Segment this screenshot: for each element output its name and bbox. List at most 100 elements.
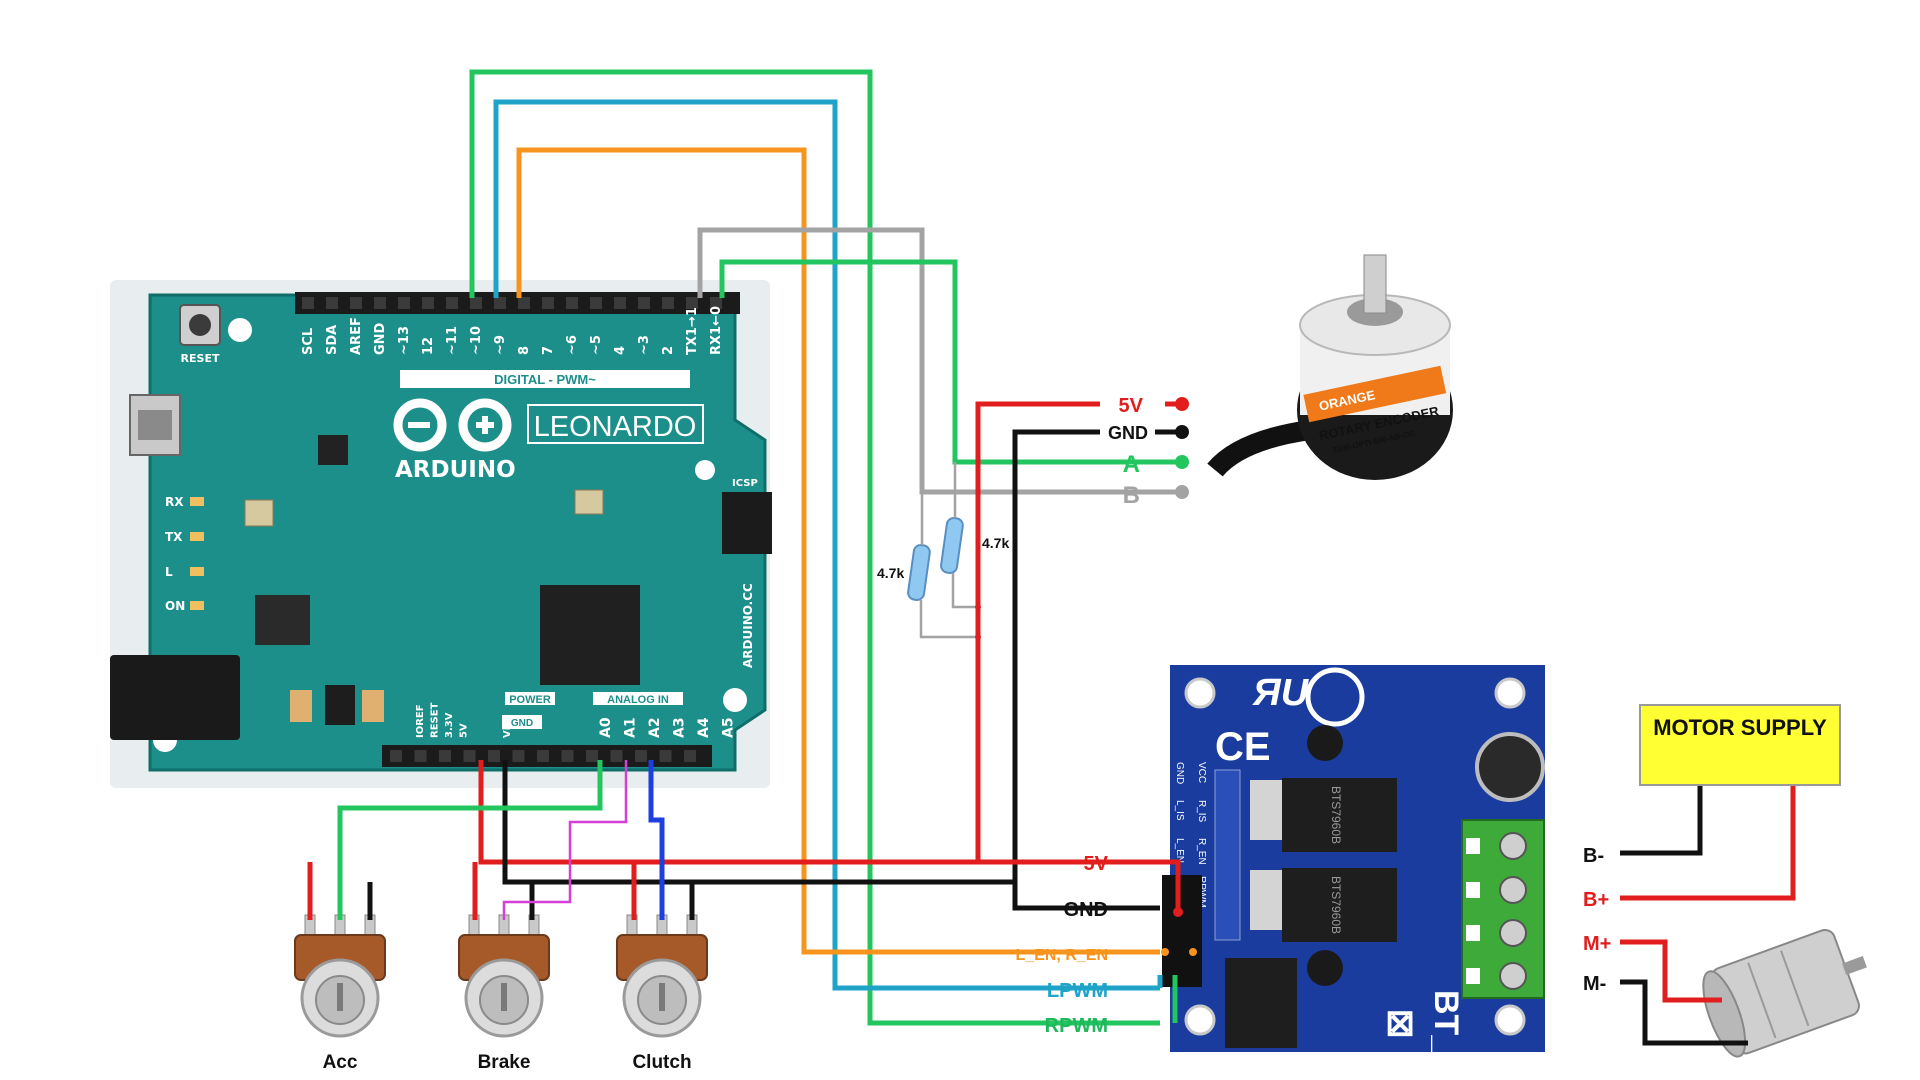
driver-pin-label: R_EN [1196,838,1207,865]
gnd-label: GND [511,718,533,729]
terminal-screws [1466,832,1527,990]
diode [325,685,355,725]
header-hole [590,297,602,309]
analog-pin-label: A3 [672,717,688,738]
terminal-5v [1175,397,1189,411]
digital-pin-label: ~10 [469,326,484,355]
label-driver-gnd: GND [1064,899,1108,921]
wire-supply-pos [1620,786,1796,901]
header-hole [374,297,386,309]
header-hole [494,297,506,309]
header-hole [662,297,674,309]
pot-label: Acc [323,1052,358,1073]
dc-motor [1702,929,1867,1058]
wire-rpwm-pin10 [469,69,1160,1026]
screw [1307,725,1343,761]
wires [307,69,1796,1046]
resistor-1-label: 4.7k [877,565,904,581]
analog-pin-label: A2 [647,717,663,738]
icsp-header [722,492,772,554]
capacitor [362,690,384,722]
label-encoder-5v: 5V [1119,395,1144,417]
ul-logo: ЯU [1252,672,1310,714]
digital-pin-label: ~11 [445,326,460,355]
bts7960-chip-1: BTS7960B [1250,778,1397,852]
motor-endcap [1702,970,1747,1058]
model-name: LEONARDO [534,411,697,443]
digital-pin-label: 7 [541,346,556,355]
bts7960-chip-2: BTS7960B [1250,868,1397,942]
analog-label: ANALOG IN [607,694,669,706]
wire-clutch-a2 [648,760,665,920]
header-hole [488,750,500,762]
driver-pin-label: GND [1174,762,1185,784]
motor-supply-label: MOTOR SUPPLY [1653,715,1827,740]
analog-pin-label: A5 [721,717,737,738]
wire-supply-neg [1620,786,1703,856]
digital-pin-label: ~3 [637,335,652,355]
label-terminal-b-plus: B+ [1583,889,1609,911]
header-hole [326,297,338,309]
analog-pin-label: A4 [696,717,712,738]
terminal-gnd [1175,425,1189,439]
wire-encoder-gnd [1012,429,1100,908]
header-hole [350,297,362,309]
analog-pin-label: A1 [623,717,639,738]
wire-5v-bus [478,760,1160,865]
digital-label-box [400,370,690,388]
driver-pin-label: VCC [1196,762,1207,783]
reset-label: RESET [181,352,220,365]
label-terminal-m-plus: M+ [1583,933,1611,955]
small-ic [318,435,348,465]
website-label: ARDUINO.CC [741,583,755,668]
mount-hole [695,460,715,480]
chip-1-label: BTS7960B [1329,786,1343,844]
pot-label: Clutch [632,1052,691,1073]
header-hole [566,297,578,309]
reset-button-cap [189,314,211,336]
status-leds: RX TX L ON [165,495,204,613]
digital-pin-label: 2 [661,346,676,355]
digital-label: DIGITAL - PWM~ [494,372,596,387]
header-hole [710,297,722,309]
header-hole [398,297,410,309]
potentiometer-acc: B10KAcc [294,914,386,1073]
encoder-brand-band [1303,365,1447,423]
label-terminal-b-minus: B- [1583,845,1604,867]
icsp-label: ICSP [732,478,758,489]
resistor-2-label: 4.7k [982,535,1009,551]
terminal-a [1175,455,1189,469]
power-pin-label: 5V [459,723,470,738]
header-hole [542,297,554,309]
digital-pin-label: ~9 [493,335,508,355]
wire-encoder-5v [975,401,1100,862]
header-hole [586,750,598,762]
logic-ic [1225,958,1297,1048]
chip-2-label: BTS7960B [1329,876,1343,934]
electrolytic-capacitor [1475,732,1545,802]
header-hole [518,297,530,309]
header-hole [470,297,482,309]
driver-name: BT_2 [1427,990,1465,1073]
header-hole [635,750,647,762]
terminal-b [1175,485,1189,499]
label-encoder-gnd: GND [1108,423,1148,443]
crystal-2 [574,489,604,515]
driver-mount-hole [1494,677,1526,709]
digital-pin-label: 8 [517,346,532,355]
wire-encoder-a-pin0 [719,259,1180,465]
led-label-tx: TX [165,530,183,544]
motor-supply-box [1639,704,1841,786]
weee-icon: ⊠ [1385,1002,1415,1043]
led-label-rx: RX [165,495,184,509]
label-driver-lpwm: LPWM [1047,980,1108,1002]
pullup-resistor-2: 4.7k [940,517,1009,574]
digital-pin-label: 12 [421,337,436,355]
voltage-regulator [255,595,310,645]
driver-mount-hole [1494,1004,1526,1036]
digital-pin-label: SCL [301,328,316,355]
microcontroller [540,585,640,685]
